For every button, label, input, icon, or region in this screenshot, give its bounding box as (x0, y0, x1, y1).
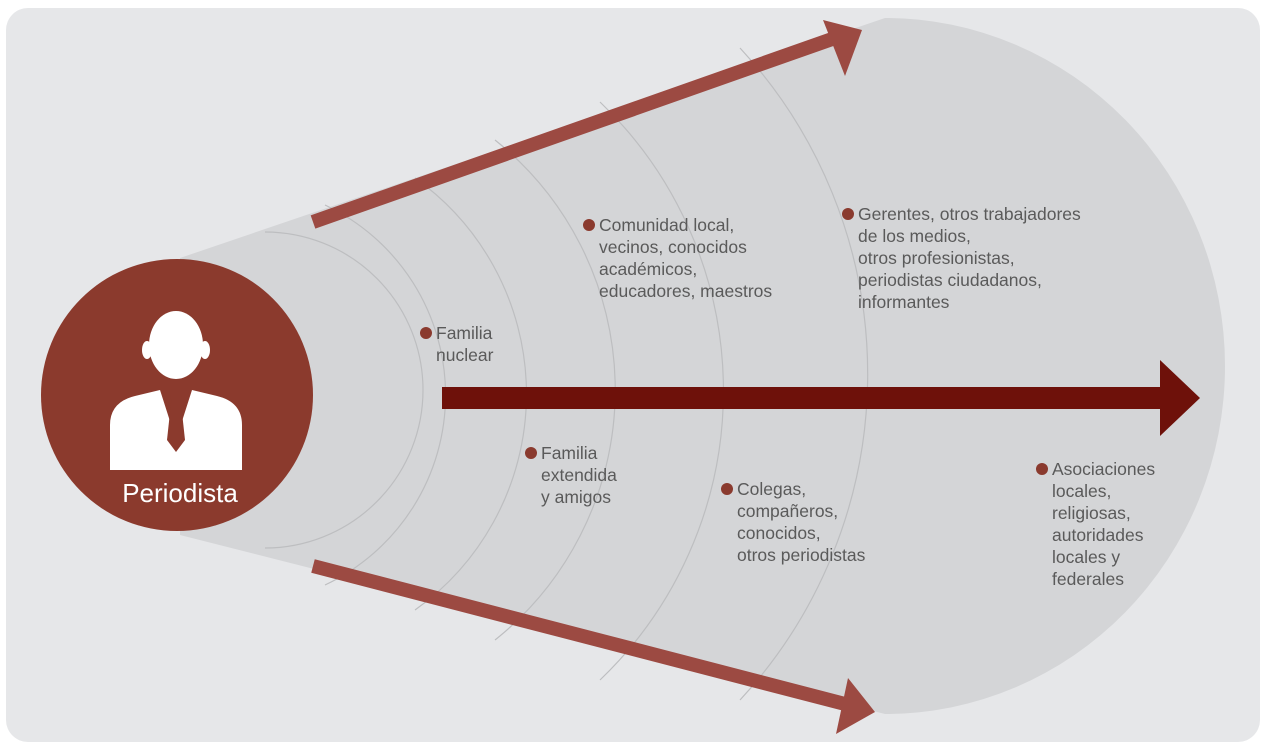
cone-shape (180, 18, 1225, 714)
label-familia-extendida: Familia extendida y amigos (525, 442, 617, 508)
label-asociaciones: Asociaciones locales, religiosas, autori… (1036, 458, 1155, 590)
main-arrow (442, 360, 1200, 436)
person-label: Periodista (122, 478, 238, 508)
bullet-dot (842, 208, 854, 220)
bullet-dot (420, 327, 432, 339)
person-icon (110, 311, 242, 470)
bullet-dot (721, 483, 733, 495)
bullet-dot (1036, 463, 1048, 475)
bullet-dot (583, 219, 595, 231)
label-colegas: Colegas, compañeros, conocidos, otros pe… (721, 478, 865, 566)
ring-arc-1 (264, 231, 424, 549)
bullet-dot (525, 447, 537, 459)
ring-arc-6 (739, 47, 869, 701)
upper-arrow (310, 20, 862, 229)
label-comunidad-local: Comunidad local, vecinos, conocidos acad… (583, 214, 772, 302)
label-familia-nuclear: Familia nuclear (420, 322, 493, 366)
lower-arrow (311, 559, 875, 734)
label-gerentes: Gerentes, otros trabajadores de los medi… (842, 203, 1081, 313)
